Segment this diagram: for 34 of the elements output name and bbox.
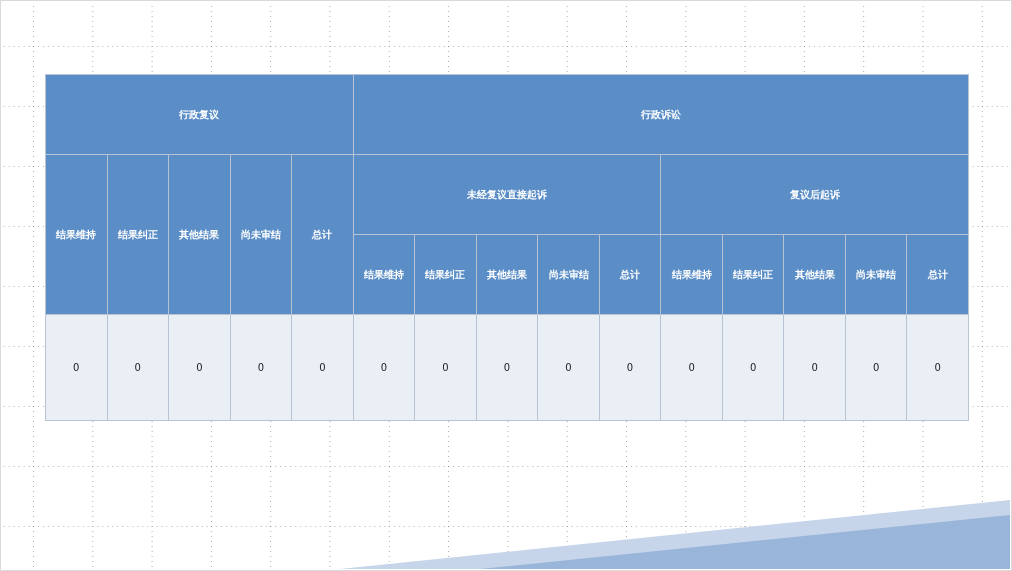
data-value: 0: [230, 314, 292, 421]
data-value: 0: [414, 314, 477, 421]
column-header: 结果维持: [353, 234, 415, 315]
data-value: 0: [107, 314, 169, 421]
column-header: 结果维持: [45, 154, 108, 315]
data-value: 0: [722, 314, 784, 421]
column-header: 未经复议直接起诉: [353, 154, 661, 235]
data-value: 0: [537, 314, 600, 421]
data-value: 0: [291, 314, 354, 421]
column-header: 结果维持: [660, 234, 723, 315]
data-value: 0: [906, 314, 969, 421]
column-header: 结果纠正: [722, 234, 784, 315]
data-value: 0: [45, 314, 108, 421]
column-header: 总计: [291, 154, 354, 315]
column-header: 行政诉讼: [353, 74, 969, 155]
column-header: 结果纠正: [414, 234, 477, 315]
column-header: 复议后起诉: [660, 154, 969, 235]
column-header: 尚未审结: [537, 234, 600, 315]
column-header: 总计: [599, 234, 661, 315]
data-value: 0: [476, 314, 538, 421]
data-value: 0: [168, 314, 231, 421]
data-value: 0: [353, 314, 415, 421]
column-header: 其他结果: [783, 234, 846, 315]
data-value: 0: [599, 314, 661, 421]
column-header: 其他结果: [476, 234, 538, 315]
column-header: 结果纠正: [107, 154, 169, 315]
column-header: 尚未审结: [845, 234, 907, 315]
column-header: 总计: [906, 234, 969, 315]
data-value: 0: [845, 314, 907, 421]
column-header: 尚未审结: [230, 154, 292, 315]
column-header: 其他结果: [168, 154, 231, 315]
column-header: 行政复议: [45, 74, 354, 155]
data-value: 0: [660, 314, 723, 421]
data-value: 0: [783, 314, 846, 421]
